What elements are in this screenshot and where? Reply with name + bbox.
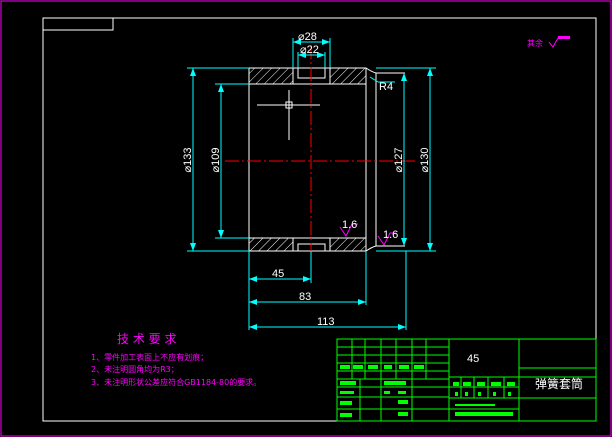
- dim-right-inner-dia: ⌀127: [393, 148, 405, 173]
- dimension-arrows: [190, 39, 433, 330]
- note-item-2: 2、未注明圆角均为R3；: [91, 364, 179, 374]
- surface-mark-2: 1.6: [383, 229, 398, 241]
- note-item-1: 1、零件加工表面上不应有划痕；: [91, 352, 208, 362]
- dim-length-short: 45: [272, 268, 284, 280]
- corner-tab: [42, 17, 114, 31]
- title-block-part-name: 弹簧套筒: [535, 376, 583, 391]
- part-section: [248, 67, 405, 252]
- dim-top-inner-dia: ⌀22: [300, 44, 319, 56]
- dim-fillet-radius: R4: [379, 81, 393, 93]
- notes-title: 技 术 要 求: [117, 332, 176, 346]
- title-block-material: 45: [467, 353, 479, 365]
- drawing-frame: [42, 17, 597, 422]
- dim-left-outer-dia: ⌀133: [182, 148, 194, 173]
- surface-finish-marks: [339, 223, 396, 246]
- technical-notes: 技 术 要 求 1、零件加工表面上不应有划痕； 2、未注明圆角均为R3； 3、未…: [91, 332, 261, 387]
- dim-left-inner-dia: ⌀109: [210, 148, 222, 173]
- surface-finish-note: 其余: [527, 36, 570, 48]
- dim-length-mid: 83: [299, 291, 311, 303]
- dim-length-total: 113: [317, 316, 335, 328]
- note-item-3: 3、未注明形状公差应符合GB1184-80的要求。: [91, 377, 261, 387]
- title-block-fills: [340, 365, 515, 417]
- center-cross-mark: [257, 90, 320, 140]
- surface-mark-1: 1.6: [342, 219, 357, 231]
- dim-right-outer-dia: ⌀130: [419, 148, 431, 173]
- surface-finish-label: 其余: [527, 38, 543, 48]
- dim-top-outer-dia: ⌀28: [298, 31, 317, 43]
- surface-finish-symbol: [548, 37, 570, 48]
- title-block: [336, 338, 597, 422]
